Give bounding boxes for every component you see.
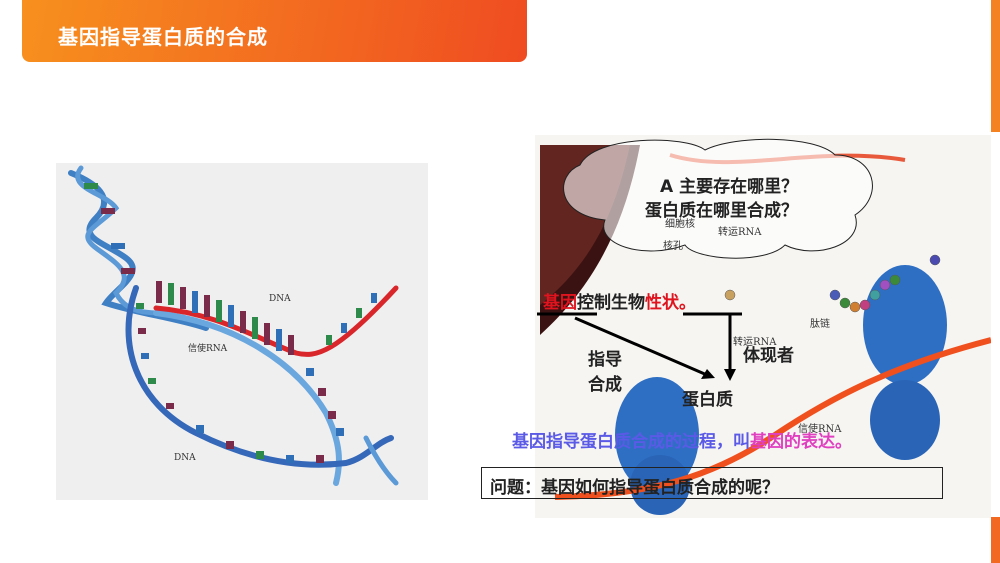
embodier-label: 体现者 [743, 346, 794, 366]
decorative-bar-top [991, 0, 1000, 132]
title-banner: 基因指导蛋白质的合成 [22, 0, 527, 62]
mrna-label: 信使RNA [188, 344, 228, 354]
gene-expression-definition: 基因指导蛋白质合成的过程，叫基因的表达。 [512, 427, 852, 452]
nucleus-label: 细胞核 [665, 219, 695, 230]
trna-label-top: 转运RNA [718, 227, 762, 238]
expression-text-part2: 基因的表达。 [750, 432, 852, 452]
protein-synthesis-figure: A 主要存在哪里？ 蛋白质在哪里合成？ 细胞核 核孔 转运RNA 肽链 转运RN… [535, 135, 991, 518]
cloud-question-2: 蛋白质在哪里合成？ [645, 201, 798, 221]
trna-label-mid: 转运RNA [733, 337, 777, 348]
guide-label-line1: 指导 [588, 350, 622, 370]
guide-label-line2: 合成 [588, 375, 622, 395]
peptide-label: 肽链 [810, 319, 830, 330]
dna-transcription-figure: DNA 信使RNA DNA [56, 163, 428, 500]
nuclear-pore-label: 核孔 [663, 241, 683, 252]
dna-label-bottom: DNA [174, 453, 196, 463]
question-text: 问题：基因如何指导蛋白质合成的呢？ [490, 478, 779, 498]
question-box: 问题：基因如何指导蛋白质合成的呢？ [481, 467, 943, 499]
decorative-bar-bottom [991, 517, 1000, 563]
gene-controls-trait-statement: 基因控制生物性状。 [543, 288, 696, 313]
expression-text-part1: 基因指导蛋白质合成的过程，叫 [512, 432, 750, 452]
dna-illustration [68, 165, 399, 486]
mrna-label: 信使RNA [798, 424, 842, 435]
dna-label-top: DNA [269, 294, 291, 304]
cloud-question-1: A 主要存在哪里？ [660, 177, 799, 197]
gene-text: 基因 [543, 293, 577, 313]
slide-title: 基因指导蛋白质的合成 [58, 25, 268, 49]
translation-illustration [537, 138, 991, 515]
protein-label: 蛋白质 [682, 390, 733, 410]
trait-text: 性状。 [645, 293, 696, 313]
controls-text: 控制生物 [577, 293, 645, 313]
